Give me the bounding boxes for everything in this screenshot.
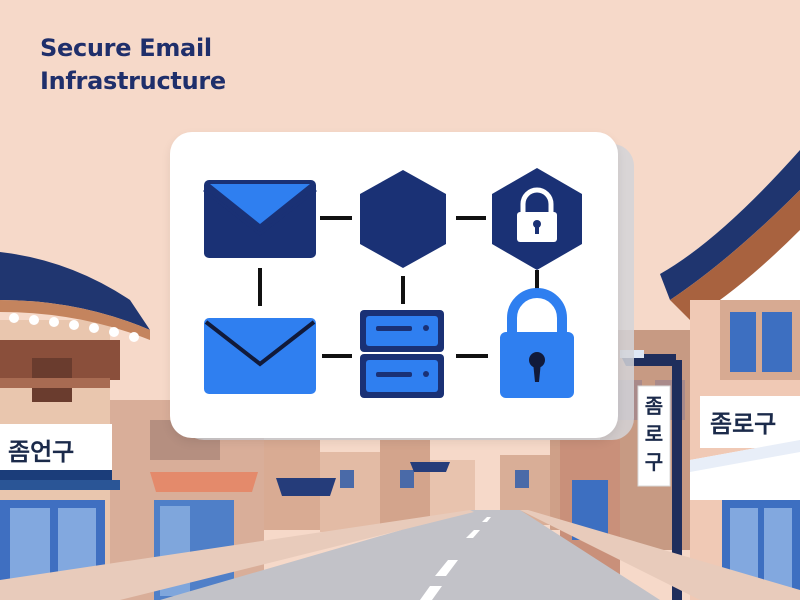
envelope-open-icon [204, 318, 316, 394]
left-shop-sign: 좀언구 [8, 438, 75, 466]
envelope-icon [203, 180, 317, 258]
page-title: Secure Email Infrastructure [40, 32, 226, 98]
right-shop-sign: 좀로구 [710, 410, 777, 438]
lock-hexagon-icon [492, 168, 582, 270]
lock-icon [500, 288, 574, 398]
vertical-street-sign: 좀로구 [644, 394, 664, 474]
connector-lines [258, 216, 539, 358]
title-line-1: Secure Email [40, 34, 212, 62]
server-icon [360, 310, 444, 398]
title-line-2: Infrastructure [40, 67, 226, 95]
hexagon-node-icon [360, 170, 446, 268]
